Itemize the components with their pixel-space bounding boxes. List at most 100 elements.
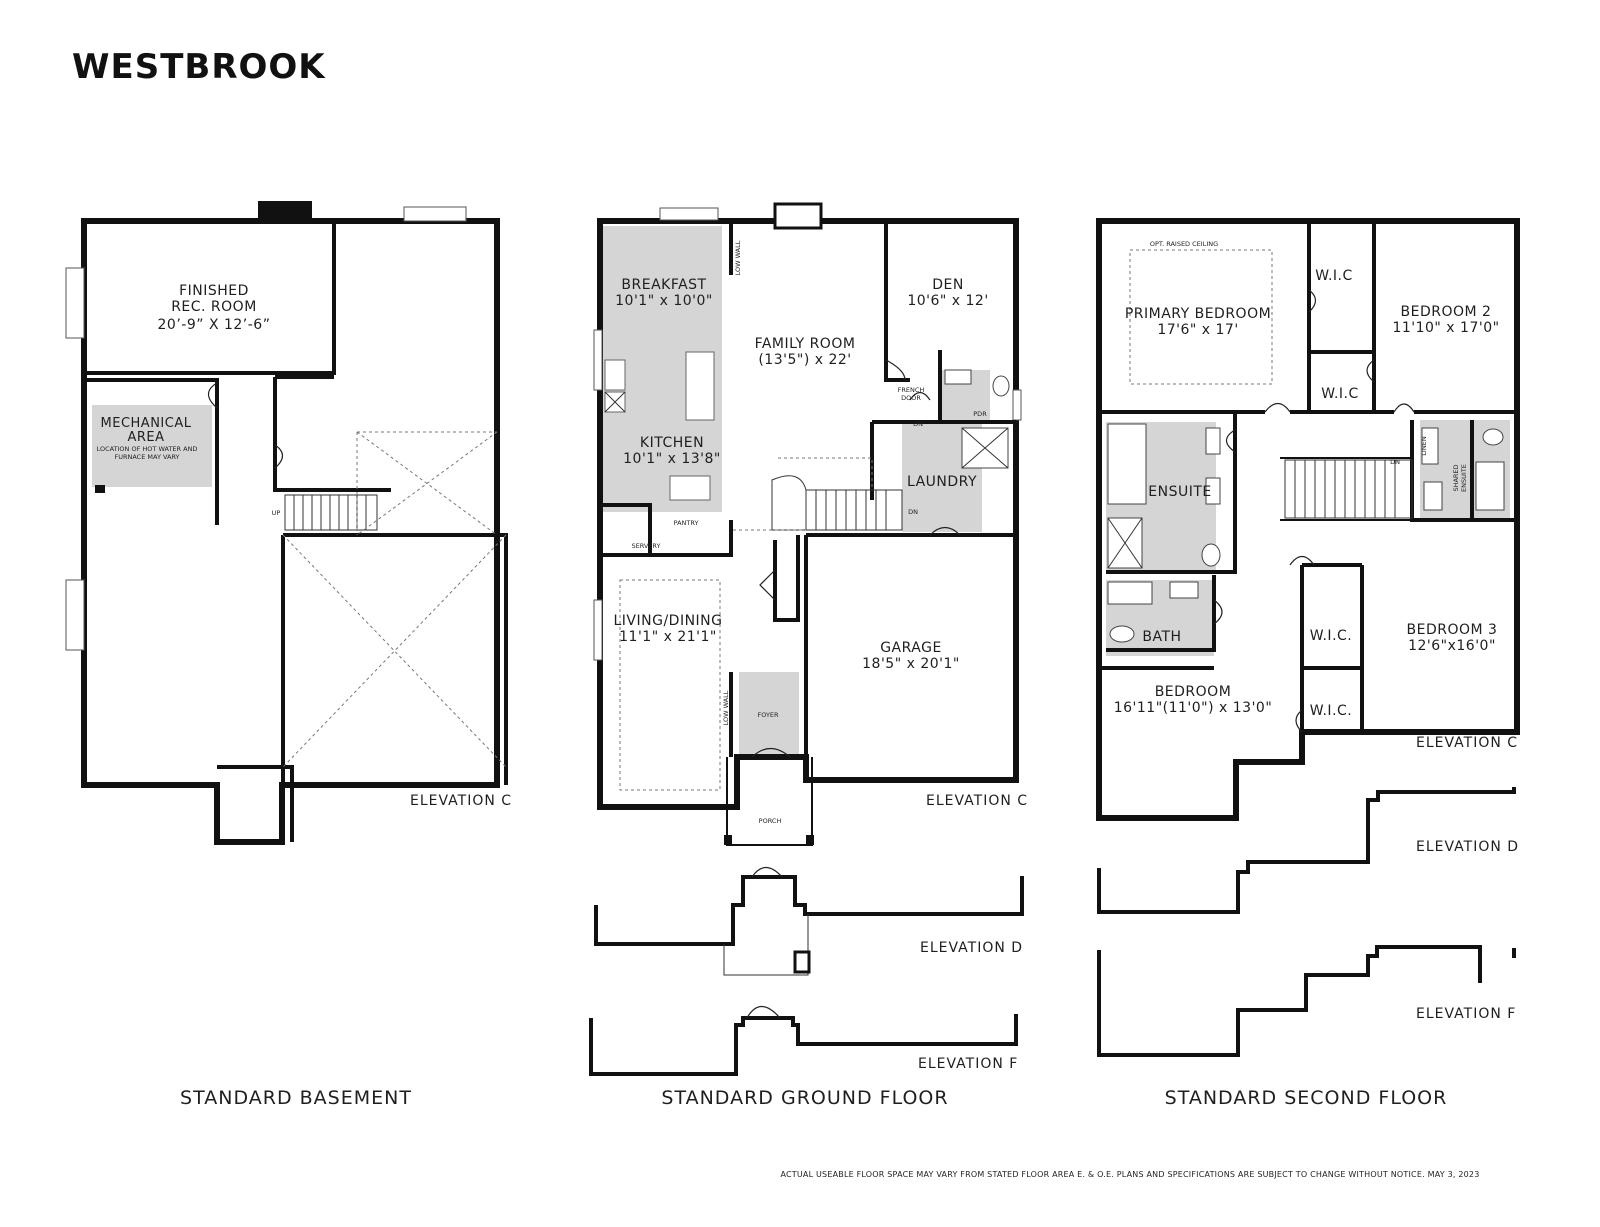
garage-entry-door: [929, 526, 961, 536]
garage-dim: 18'5" x 20'1": [862, 656, 960, 672]
wic2-door: [1366, 359, 1375, 383]
wic-2-label: W.I.C: [1321, 386, 1359, 402]
ground-dn-label-2: DN: [908, 508, 918, 516]
second-stairs: [1284, 459, 1413, 519]
second-dn-label: DN: [1390, 458, 1400, 466]
ensuite-label: ENSUITE: [1148, 484, 1211, 500]
french-door-label-2: DOOR: [901, 394, 921, 402]
ground-window-top: [659, 207, 719, 221]
bedroom-dim: 16'11"(11'0") x 13'0": [1114, 700, 1273, 716]
second-caption: STANDARD SECOND FLOOR: [1165, 1087, 1448, 1109]
basement-door: [274, 444, 284, 469]
garage-wall: [804, 533, 1016, 757]
basement-elevation-c: ELEVATION C: [410, 793, 512, 809]
low-wall-label-2: LOW WALL: [722, 690, 730, 725]
mechanical-note-2: FURNACE MAY VARY: [114, 453, 179, 461]
ground-dn-label-1: DN: [913, 420, 923, 428]
mechanical-name-1: MECHANICAL: [101, 416, 192, 431]
linen-label: LINEN: [1420, 436, 1428, 456]
bath-sink: [1169, 581, 1199, 599]
second-elevation-c: ELEVATION C: [1416, 735, 1518, 751]
wic-walls: [1309, 221, 1376, 414]
shared-ensuite-label-1: SHARED: [1452, 464, 1460, 491]
ensuite-sink-1: [1205, 427, 1221, 455]
ground-elevation-d-plan: ELEVATION D: [594, 866, 1024, 976]
front-door: [751, 747, 791, 758]
ground-window-right: [1012, 389, 1022, 421]
mechanical-name-2: AREA: [127, 430, 164, 445]
laundry-name: LAUNDRY: [907, 474, 977, 490]
plan-title: WESTBROOK: [72, 47, 326, 87]
elevation-f-outline: [589, 1014, 1018, 1076]
pdr-label: PDR: [973, 410, 987, 418]
basement-plan: UP FINISHED REC. ROOM 20’-9” X 12’-6” ME…: [65, 201, 512, 845]
basement-chimney: [258, 201, 312, 223]
dining-dash: [619, 579, 721, 791]
basement-outer-wall: [81, 218, 500, 845]
family-room-dim: (13'5") x 22': [758, 352, 851, 368]
mechanical-note-1: LOCATION OF HOT WATER AND: [97, 445, 198, 453]
second-elevation-d-plan: ELEVATION D: [1097, 787, 1519, 914]
mechanical-wall: [82, 378, 219, 525]
bath-tub: [1107, 581, 1153, 605]
shared-sink: [1423, 481, 1443, 511]
basement-window-top: [403, 206, 467, 222]
bath-door: [1213, 599, 1223, 625]
basement-cold-room: [217, 765, 294, 842]
elevation-d-outline: [594, 875, 1024, 946]
rec-room-wall: [84, 221, 336, 375]
second-wic-walls: [1300, 563, 1364, 732]
bedroom-2-dim: 11'10" x 17'0": [1392, 320, 1499, 336]
ground-caption: STANDARD GROUND FLOOR: [661, 1087, 948, 1109]
shared-shower: [1475, 461, 1505, 511]
foyer-label: FOYER: [757, 711, 779, 719]
footer-disclaimer: ACTUAL USEABLE FLOOR SPACE MAY VARY FROM…: [780, 1170, 1479, 1179]
ground-dash-lines: [733, 457, 873, 531]
low-wall-label-1: LOW WALL: [734, 240, 742, 275]
pdr-toilet: [992, 375, 1010, 397]
shared-toilet: [1482, 428, 1504, 446]
ground-stairs: [771, 475, 903, 531]
living-dining-name: LIVING/DINING: [613, 613, 722, 629]
second-elevation-d-outline: [1097, 787, 1516, 914]
second-outer-wall: [1096, 218, 1520, 821]
ground-elevation-f-plan: ELEVATION F: [589, 1005, 1018, 1076]
fireplace: [773, 202, 823, 230]
rec-room-name-1: FINISHED: [179, 283, 249, 299]
cold-cellar-dash: [356, 431, 498, 536]
wic-4-label: W.I.C.: [1310, 703, 1353, 719]
breakfast-name: BREAKFAST: [621, 277, 706, 293]
den-door: [885, 359, 906, 381]
bedroom-3-name: BEDROOM 3: [1407, 622, 1498, 638]
bedroom2-door: [1393, 403, 1415, 413]
ensuite-shower-cross: [1107, 517, 1143, 569]
ground-window-left-2: [593, 599, 603, 661]
servery-label: SERVERY: [631, 542, 660, 550]
porch-outline: [726, 757, 813, 846]
family-room-name: FAMILY ROOM: [755, 336, 856, 352]
basement-window-left-1: [65, 267, 85, 339]
basement-caption: STANDARD BASEMENT: [180, 1087, 412, 1109]
bedroom-2-name: BEDROOM 2: [1401, 304, 1492, 320]
ensuite-toilet: [1201, 543, 1221, 567]
kitchen-sink: [604, 359, 626, 391]
closet-wall: [773, 535, 800, 622]
second-elevation-f-outline: [1097, 945, 1516, 1057]
den-wall: [884, 221, 910, 382]
second-elevation-d: ELEVATION D: [1416, 839, 1519, 855]
primary-bedroom-name: PRIMARY BEDROOM: [1125, 306, 1271, 322]
basement-up-label: UP: [272, 509, 281, 517]
bedroom-door: [1295, 709, 1303, 733]
bedroom-3-dim: 12'6"x16'0": [1408, 638, 1496, 654]
ensuite-door: [1225, 429, 1236, 453]
porch-label: PORCH: [759, 817, 782, 825]
pdr-vanity: [944, 369, 972, 385]
elevation-d-door: [751, 866, 783, 878]
elevation-d-porch: [723, 914, 809, 976]
linen-closet: [1421, 427, 1439, 465]
porch-post-right: [806, 835, 814, 845]
mechanical-door: [207, 382, 218, 409]
elevation-f-door: [746, 1005, 781, 1019]
closet-door: [759, 569, 776, 601]
